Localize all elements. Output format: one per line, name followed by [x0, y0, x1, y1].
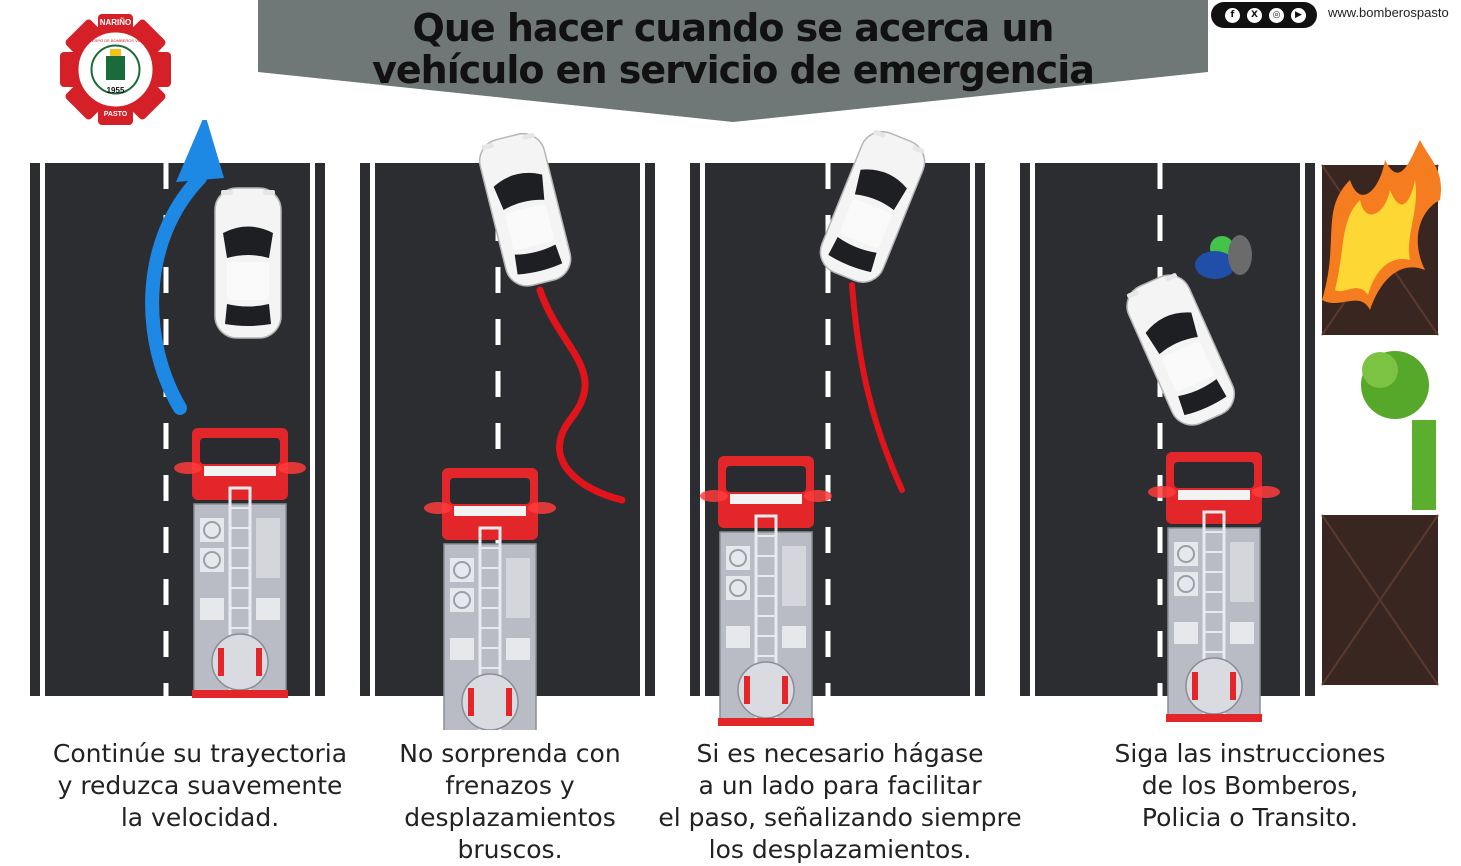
- facebook-icon[interactable]: f: [1225, 8, 1240, 23]
- caption-line: los desplazamientos.: [708, 835, 972, 864]
- page-title-line-2: vehículo en servicio de emergencia: [372, 48, 1095, 92]
- instagram-icon[interactable]: ◎: [1269, 8, 1284, 23]
- caption-line: a un lado para facilitar: [698, 771, 982, 800]
- panel-1-caption: Continúe su trayectoria y reduzca suavem…: [30, 738, 370, 834]
- caption-line: de los Bomberos,: [1141, 771, 1359, 800]
- caption-line: bruscos.: [457, 835, 563, 864]
- logo-year: 1955: [106, 86, 125, 95]
- caption-line: frenazos y: [445, 771, 575, 800]
- caption-line: y reduzca suavemente: [57, 771, 343, 800]
- caption-line: No sorprenda con: [399, 739, 621, 768]
- caption-line: Siga las instrucciones: [1114, 739, 1386, 768]
- logo-ring-text: CUERPO DE BOMBEROS VOLUNTARIOS: [86, 38, 146, 43]
- panel-2-road: [360, 128, 655, 730]
- fire-department-logo: NARIÑO CUERPO DE BOMBEROS VOLUNTARIOS 19…: [58, 12, 173, 127]
- caption-line: el paso, señalizando siempre: [658, 803, 1022, 832]
- banner-shape: [258, 0, 1208, 122]
- caption-line: Si es necesario hágase: [696, 739, 984, 768]
- website-link[interactable]: www.bomberospasto: [1328, 5, 1449, 20]
- page-title-line-1: Que hacer cuando se acerca un: [412, 6, 1055, 50]
- panel-4-road: [1020, 140, 1441, 724]
- panel-4-caption: Siga las instrucciones de los Bomberos, …: [1080, 738, 1420, 834]
- road-illustration: [30, 120, 1441, 730]
- panel-1-road: [30, 120, 325, 700]
- panel-3-caption: Si es necesario hágase a un lado para fa…: [650, 738, 1030, 866]
- youtube-icon[interactable]: ▶: [1291, 8, 1306, 23]
- logo-top-text: NARIÑO: [99, 18, 132, 27]
- logo-bottom-text: PASTO: [103, 111, 128, 118]
- x-icon[interactable]: X: [1247, 8, 1262, 23]
- caption-line: la velocidad.: [120, 803, 280, 832]
- caption-line: Policia o Transito.: [1141, 803, 1359, 832]
- title-banner: Que hacer cuando se acerca un vehículo e…: [258, 0, 1208, 125]
- social-links-bar: f X ◎ ▶: [1211, 2, 1317, 28]
- caption-line: desplazamientos: [404, 803, 616, 832]
- panel-3-road: [690, 124, 985, 728]
- caption-line: Continúe su trayectoria: [52, 739, 348, 768]
- panel-2-caption: No sorprenda con frenazos y desplazamien…: [360, 738, 660, 866]
